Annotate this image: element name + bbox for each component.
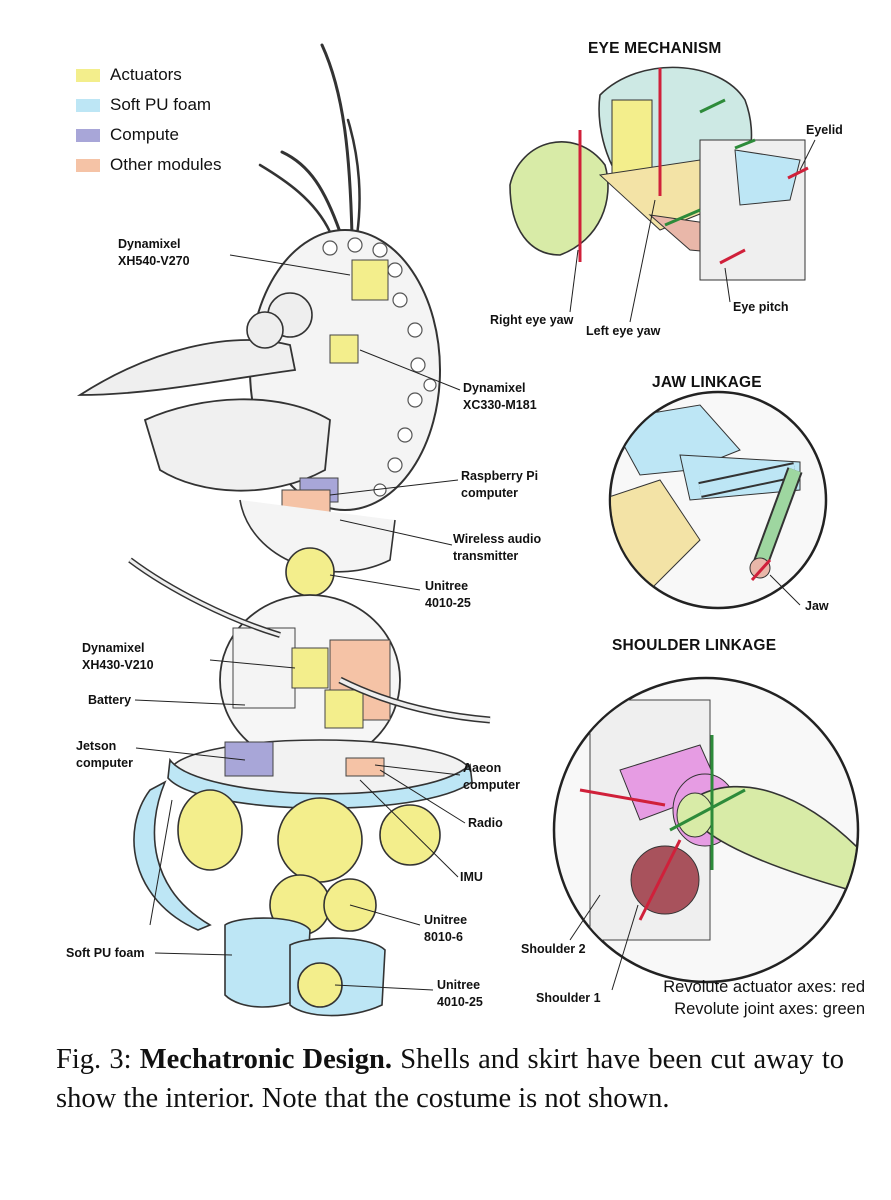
label-unitree-neck: Unitree 4010-25 (425, 579, 471, 610)
caption-title: Mechatronic Design. (139, 1044, 393, 1075)
label-wireless-audio: Wireless audio transmitter (453, 532, 542, 563)
jaw-linkage-illustration (608, 390, 828, 610)
label-left-eye-yaw: Left eye yaw (586, 324, 661, 338)
label-jetson: Jetson computer (76, 739, 133, 770)
legend-item: Actuators (76, 60, 222, 90)
label-unitree-8010: Unitree 8010-6 (424, 913, 468, 944)
axes-legend: Revolute actuator axes: red Revolute joi… (620, 976, 865, 1020)
legend-label: Soft PU foam (110, 95, 212, 114)
label-aaeon: Aaeon computer (463, 761, 520, 792)
label-imu: IMU (460, 870, 483, 884)
legend-swatch-other-modules (76, 158, 100, 172)
eye-mechanism-illustration (509, 66, 816, 323)
label-right-eye-yaw: Right eye yaw (490, 313, 574, 327)
label-dynamixel-xc330: Dynamixel XC330-M181 (463, 381, 537, 412)
figure-caption: Fig. 3: Mechatronic Design. Shells and s… (56, 1040, 844, 1118)
jaw-linkage-title: JAW LINKAGE (652, 374, 762, 391)
axes-green-label: Revolute joint axes: green (674, 1000, 865, 1018)
legend-swatch-soft-foam (76, 98, 100, 112)
legend-label: Compute (110, 125, 179, 144)
label-shoulder-2: Shoulder 2 (521, 942, 586, 956)
label-shoulder-1: Shoulder 1 (536, 991, 601, 1005)
shoulder-linkage-illustration (552, 676, 860, 991)
label-eyelid: Eyelid (806, 123, 843, 137)
label-unitree-foot: Unitree 4010-25 (437, 978, 483, 1009)
label-radio: Radio (468, 816, 503, 830)
label-dynamixel-xh540: Dynamixel XH540-V270 (118, 237, 190, 268)
shoulder-linkage-title: SHOULDER LINKAGE (612, 637, 777, 654)
caption-prefix: Fig. 3: (56, 1044, 140, 1075)
legend-label: Actuators (110, 65, 182, 84)
eye-mechanism-title: EYE MECHANISM (588, 40, 722, 57)
legend-item: Compute (76, 120, 222, 150)
label-battery: Battery (88, 693, 132, 707)
figure: Actuators Soft PU foam Compute Other mod… (66, 40, 865, 1020)
label-dynamixel-xh430: Dynamixel XH430-V210 (82, 641, 154, 672)
legend: Actuators Soft PU foam Compute Other mod… (76, 60, 222, 180)
label-soft-pu-foam: Soft PU foam (66, 946, 145, 960)
legend-swatch-actuators (76, 68, 100, 82)
axes-red-label: Revolute actuator axes: red (663, 978, 865, 996)
label-jaw: Jaw (805, 599, 829, 613)
robot-illustration (76, 43, 860, 1017)
legend-label: Other modules (110, 155, 222, 174)
legend-item: Other modules (76, 150, 222, 180)
label-eye-pitch: Eye pitch (733, 300, 789, 314)
label-raspberry-pi: Raspberry Pi computer (461, 469, 539, 500)
legend-item: Soft PU foam (76, 90, 222, 120)
legend-swatch-compute (76, 128, 100, 142)
caption-text: Shells and skirt have been cut away to s… (56, 1044, 844, 1114)
